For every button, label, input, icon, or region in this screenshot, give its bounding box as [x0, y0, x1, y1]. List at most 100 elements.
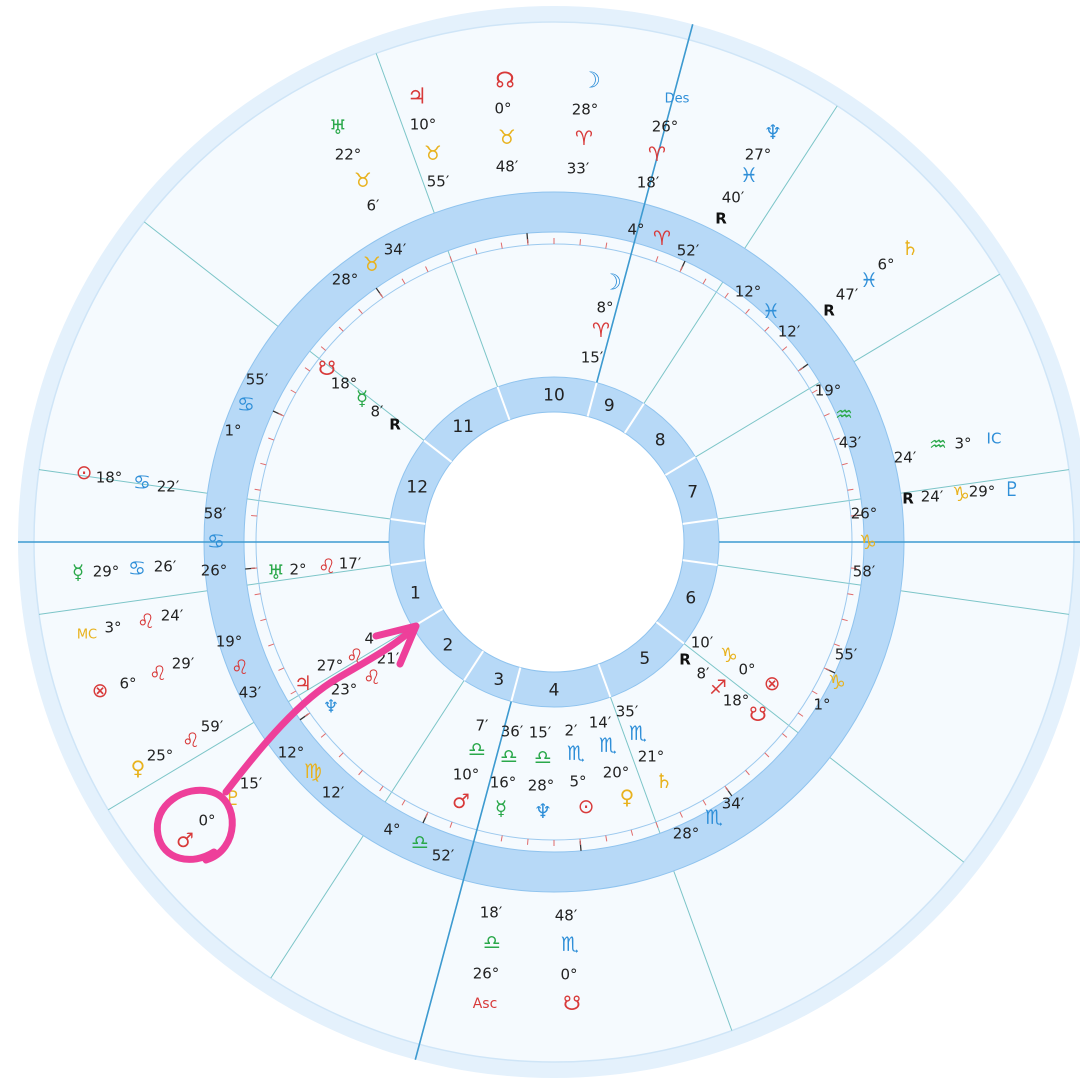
degree-tick: [702, 799, 707, 806]
degree-tick: [254, 593, 261, 596]
degree-tick: [823, 413, 830, 417]
chart-label: ☿: [495, 796, 507, 820]
chart-label: ♎: [468, 737, 486, 761]
house-cusp-inner-line: [246, 564, 391, 586]
degree-tick: [379, 292, 384, 299]
chart-label: 4°: [383, 820, 400, 838]
degree-tick: [358, 769, 363, 776]
angle-axis-line: [414, 701, 513, 1060]
chart-label: ♌: [363, 665, 381, 689]
chart-label: 24′: [161, 606, 184, 624]
chart-label: 59′: [201, 717, 224, 735]
chart-label: ♋: [207, 529, 225, 553]
chart-label: 5°: [569, 772, 586, 790]
planet-labels: ♅22°♉6′♃10°♉55′☊0°♉48′☽28°♈33′Des26°♈18′…: [72, 69, 1021, 1015]
degree-tick: [841, 618, 848, 622]
degree-tick: [850, 567, 857, 569]
house-cusp-outer-line: [900, 469, 1070, 494]
chart-label: ♃: [407, 85, 427, 110]
chart-label: ♅: [267, 560, 285, 584]
degree-tick: [474, 248, 478, 255]
degree-tick: [304, 712, 311, 717]
house-number-12: 12: [406, 478, 428, 498]
degree-tick: [655, 821, 659, 828]
house-cusp-outer-line: [108, 721, 255, 811]
chart-label: 28°: [673, 824, 700, 842]
chart-label: ⊗: [764, 671, 781, 695]
chart-label: 18°: [96, 468, 123, 486]
house-ring-divider: [423, 439, 453, 463]
house-cusp-outer-line: [900, 590, 1070, 615]
chart-label: 26°: [851, 504, 878, 522]
chart-label: ♈: [575, 126, 593, 150]
degree-tick: [290, 690, 297, 695]
chart-label: 12′: [778, 322, 801, 340]
house-cusp-inner-line: [384, 680, 465, 803]
chart-label: ♏: [561, 932, 579, 956]
pen-circle: [153, 786, 236, 864]
chart-label: 48′: [555, 906, 578, 924]
chart-label: 18°: [723, 691, 750, 709]
degree-tick: [841, 462, 848, 466]
degree-tick: [850, 515, 857, 517]
chart-label: ☽: [581, 69, 601, 94]
chart-label: 23°: [331, 680, 358, 698]
chart-label: 43′: [839, 433, 862, 451]
chart-label: ♑: [828, 670, 846, 694]
chart-label: 6°: [877, 255, 894, 273]
house-cusp-inner-line: [717, 498, 862, 520]
degree-tick: [304, 367, 311, 372]
chart-label: 27°: [745, 145, 772, 163]
chart-label: 8°: [596, 298, 613, 316]
chart-label: 24′: [894, 448, 917, 466]
pen-arrow-shaft: [222, 624, 418, 796]
chart-label: 3°: [954, 434, 971, 452]
house-cusp-inner-line: [447, 250, 499, 388]
chart-label: 27°: [317, 656, 344, 674]
chart-label: 26′: [154, 557, 177, 575]
chart-label: 0°: [198, 811, 215, 829]
chart-label: 34′: [722, 794, 745, 812]
chart-label: ♆: [764, 120, 782, 144]
degree-tick: [251, 515, 258, 517]
house-ring-divider: [496, 386, 511, 421]
house-ring-divider: [682, 559, 718, 566]
chart-label: ☿: [356, 386, 368, 410]
chart-label: 55′: [427, 172, 450, 190]
chart-label: ☿: [72, 560, 84, 584]
degree-tick: [290, 389, 297, 394]
house-ring: [389, 377, 719, 707]
house-cusp-outer-line: [673, 870, 733, 1031]
chart-label: 1°: [224, 421, 241, 439]
chart-label: 28°: [528, 776, 555, 794]
chart-label: R: [823, 301, 835, 319]
degree-tick: [449, 821, 453, 828]
degree-tick: [630, 829, 634, 836]
chart-label: ♎: [411, 830, 429, 854]
house-number-10: 10: [543, 386, 565, 406]
chart-label: 52′: [677, 241, 700, 259]
chart-label: 35′: [616, 702, 639, 720]
chart-label: ☊: [495, 69, 515, 94]
degree-tick: [425, 811, 429, 818]
chart-label: 24′: [921, 487, 944, 505]
degree-tick: [500, 242, 503, 249]
house-number-2: 2: [442, 635, 453, 655]
chart-label: R: [389, 415, 401, 433]
chart-label: ♈: [653, 226, 671, 250]
chart-label: 43′: [239, 683, 262, 701]
house-cusp-outer-line: [38, 590, 208, 615]
chart-label: 58′: [853, 562, 876, 580]
chart-label: 4°: [627, 220, 644, 238]
house-ring-divider: [390, 559, 426, 566]
house-number-11: 11: [452, 417, 474, 437]
chart-label: 19°: [815, 381, 842, 399]
degree-tick: [268, 643, 275, 647]
chart-label: ☽: [602, 271, 622, 296]
house-cusp-inner-line: [309, 350, 425, 441]
chart-label: ♇: [1003, 477, 1021, 501]
chart-label: ♓: [860, 268, 878, 292]
degree-tick: [320, 346, 327, 351]
chart-label: ♉: [354, 168, 372, 192]
